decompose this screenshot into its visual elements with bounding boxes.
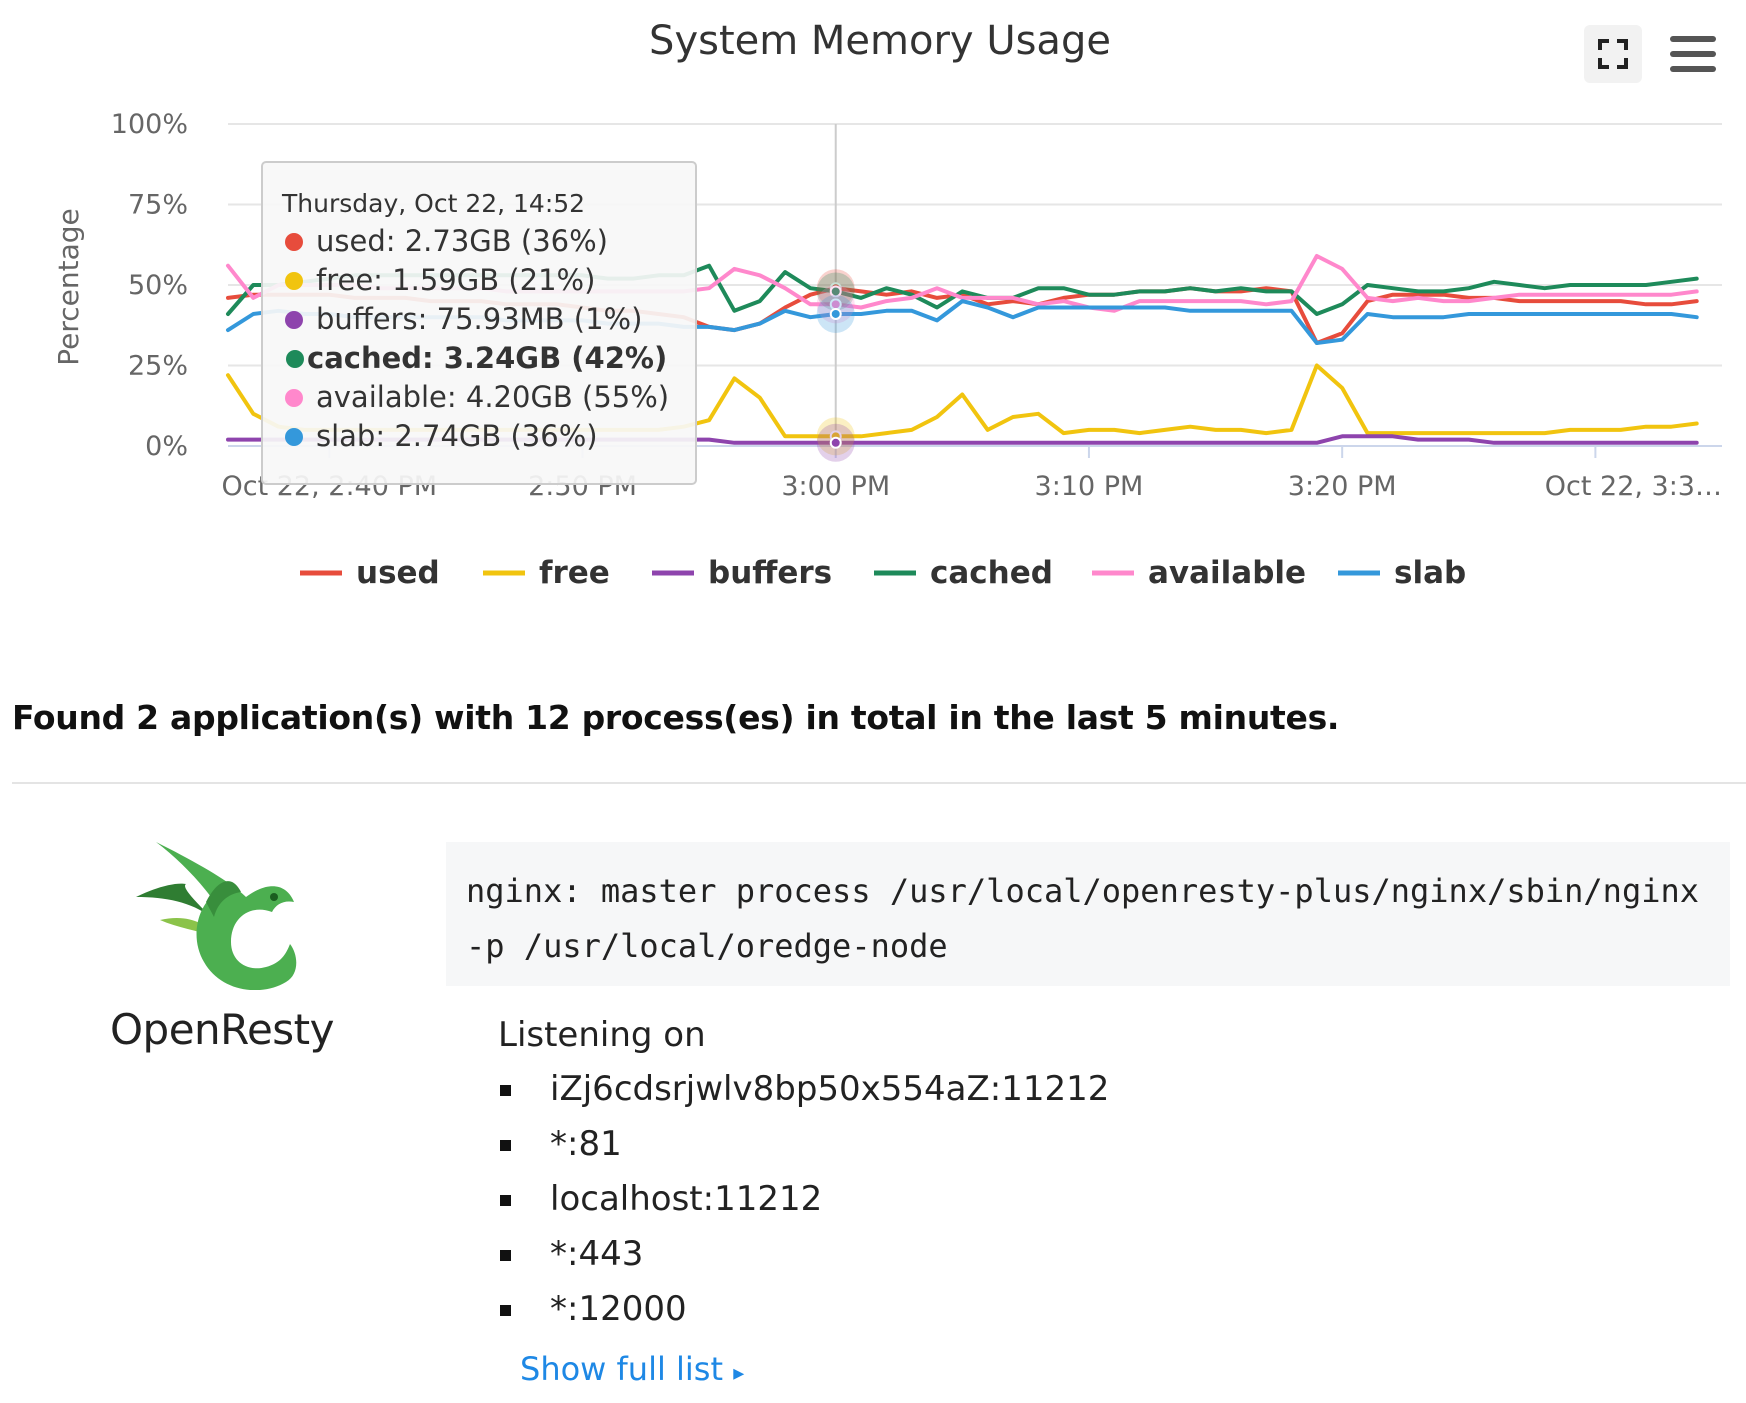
show-full-list-link[interactable]: Show full list ▸ [520, 1350, 744, 1388]
tooltip-marker-dot [285, 233, 303, 251]
hamburger-menu-icon [1670, 36, 1716, 72]
tooltip-row: buffers: 75.93MB (1%) [316, 302, 642, 336]
applications-summary: Found 2 application(s) with 12 process(e… [12, 698, 1340, 737]
section-divider [12, 782, 1746, 784]
tooltip-row: cached: 3.24GB (42%) [307, 341, 667, 375]
list-item: iZj6cdsrjwlv8bp50x554aZ:11212 [498, 1062, 1109, 1117]
tooltip-marker-dot [285, 272, 303, 290]
listen-address: localhost:11212 [550, 1179, 823, 1219]
list-item: *:81 [498, 1117, 1109, 1172]
legend-item-slab[interactable]: slab [1338, 555, 1466, 591]
legend-item-available[interactable]: available [1092, 555, 1306, 591]
bullet-icon [500, 1140, 511, 1151]
legend-label: cached [930, 555, 1053, 591]
hover-point-buffers [829, 436, 842, 449]
chart-tooltip: Thursday, Oct 22, 14:52 used: 2.73GB (36%… [261, 161, 697, 485]
tooltip-row: slab: 2.74GB (36%) [316, 419, 598, 453]
show-full-list-label: Show full list [520, 1350, 724, 1388]
list-item: localhost:11212 [498, 1172, 1109, 1227]
bullet-icon [500, 1305, 511, 1316]
tooltip-marker-dot [285, 428, 303, 446]
listening-title: Listening on [498, 1015, 706, 1055]
listen-address: *:81 [550, 1124, 622, 1164]
hover-point-cached [829, 285, 842, 298]
chart-legend[interactable]: used free buffers cached available slab [300, 555, 1466, 591]
tooltip-header: Thursday, Oct 22, 14:52 [281, 189, 585, 218]
listen-address: *:443 [550, 1234, 644, 1274]
app-name: OpenResty [109, 1005, 335, 1054]
tooltip-row: available: 4.20GB (55%) [316, 380, 669, 414]
x-tick-label: 3:20 PM [1288, 471, 1397, 502]
legend-label: slab [1394, 555, 1466, 591]
legend-item-used[interactable]: used [300, 555, 440, 591]
listen-address: *:12000 [550, 1289, 687, 1329]
bullet-icon [500, 1250, 511, 1261]
caret-right-icon: ▸ [733, 1361, 745, 1386]
legend-item-buffers[interactable]: buffers [652, 555, 832, 591]
y-axis-label: Percentage [52, 208, 85, 366]
legend-item-free[interactable]: free [483, 555, 610, 591]
tooltip-row: used: 2.73GB (36%) [316, 224, 608, 258]
x-tick-label: Oct 22, 3:3… [1545, 471, 1722, 502]
listening-list: iZj6cdsrjwlv8bp50x554aZ:11212 *:81 local… [498, 1062, 1109, 1337]
x-tick-label: 3:10 PM [1035, 471, 1144, 502]
legend-label: free [539, 555, 610, 591]
fullscreen-icon [1598, 39, 1628, 69]
list-item: *:443 [498, 1227, 1109, 1282]
legend-label: buffers [708, 555, 832, 591]
tooltip-row: free: 1.59GB (21%) [316, 263, 595, 297]
bullet-icon [500, 1195, 511, 1206]
chart-title: System Memory Usage [649, 18, 1111, 64]
legend-label: used [356, 555, 440, 591]
tooltip-marker-dot [285, 389, 303, 407]
memory-usage-chart: System Memory Usage 100% 75% 50% 25% 0% Perc… [52, 18, 1726, 591]
bullet-icon [500, 1085, 511, 1096]
y-tick-label: 75% [128, 190, 188, 221]
y-tick-label: 50% [128, 270, 188, 301]
fullscreen-button[interactable] [1584, 25, 1642, 83]
legend-label: available [1148, 555, 1306, 591]
legend-item-cached[interactable]: cached [874, 555, 1053, 591]
tooltip-box [261, 161, 697, 485]
openresty-bird-logo [136, 842, 297, 990]
list-item: *:12000 [498, 1282, 1109, 1337]
tooltip-marker-dot [285, 311, 303, 329]
y-tick-label: 100% [111, 109, 188, 140]
process-command: nginx: master process /usr/local/openres… [446, 842, 1730, 986]
x-tick-label: 3:00 PM [781, 471, 890, 502]
hover-point-slab [829, 307, 842, 320]
tooltip-marker-dot [286, 350, 304, 368]
y-axis-ticks: 100% 75% 50% 25% 0% [111, 109, 188, 462]
listen-address: iZj6cdsrjwlv8bp50x554aZ:11212 [550, 1069, 1110, 1109]
chart-menu-button[interactable] [1656, 25, 1726, 83]
y-tick-label: 25% [128, 351, 188, 382]
y-tick-label: 0% [145, 431, 188, 462]
hover-crosshair [816, 124, 855, 462]
